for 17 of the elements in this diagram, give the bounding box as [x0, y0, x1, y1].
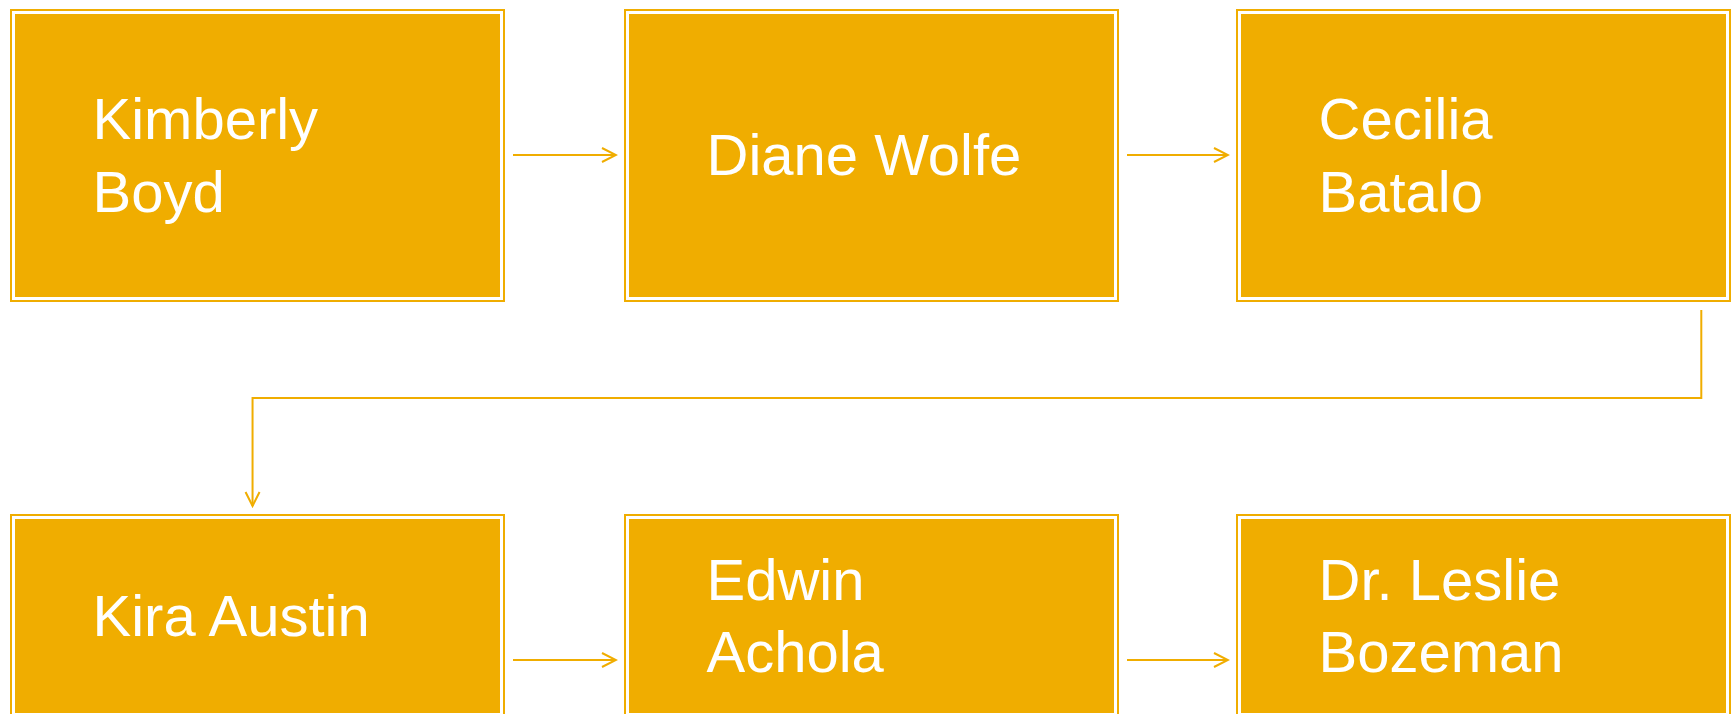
arrow — [512, 147, 617, 163]
name-box — [624, 9, 1119, 302]
name-box — [10, 9, 505, 302]
arrow — [1126, 652, 1229, 668]
name-box — [624, 514, 1119, 714]
person-name: Kimberly Boyd — [92, 85, 320, 226]
arrow — [512, 652, 617, 668]
arrow — [244, 309, 1703, 507]
person-name: Dr. Leslie Bozeman — [1318, 545, 1565, 686]
name-box — [1236, 514, 1731, 714]
name-box — [1236, 9, 1731, 302]
person-name: Diane Wolfe — [706, 121, 1023, 190]
person-name: Edwin Achola — [706, 545, 885, 686]
person-name: Kira Austin — [92, 581, 371, 650]
arrow — [1126, 147, 1229, 163]
name-box — [10, 514, 505, 714]
person-name: Cecilia Batalo — [1318, 85, 1494, 226]
